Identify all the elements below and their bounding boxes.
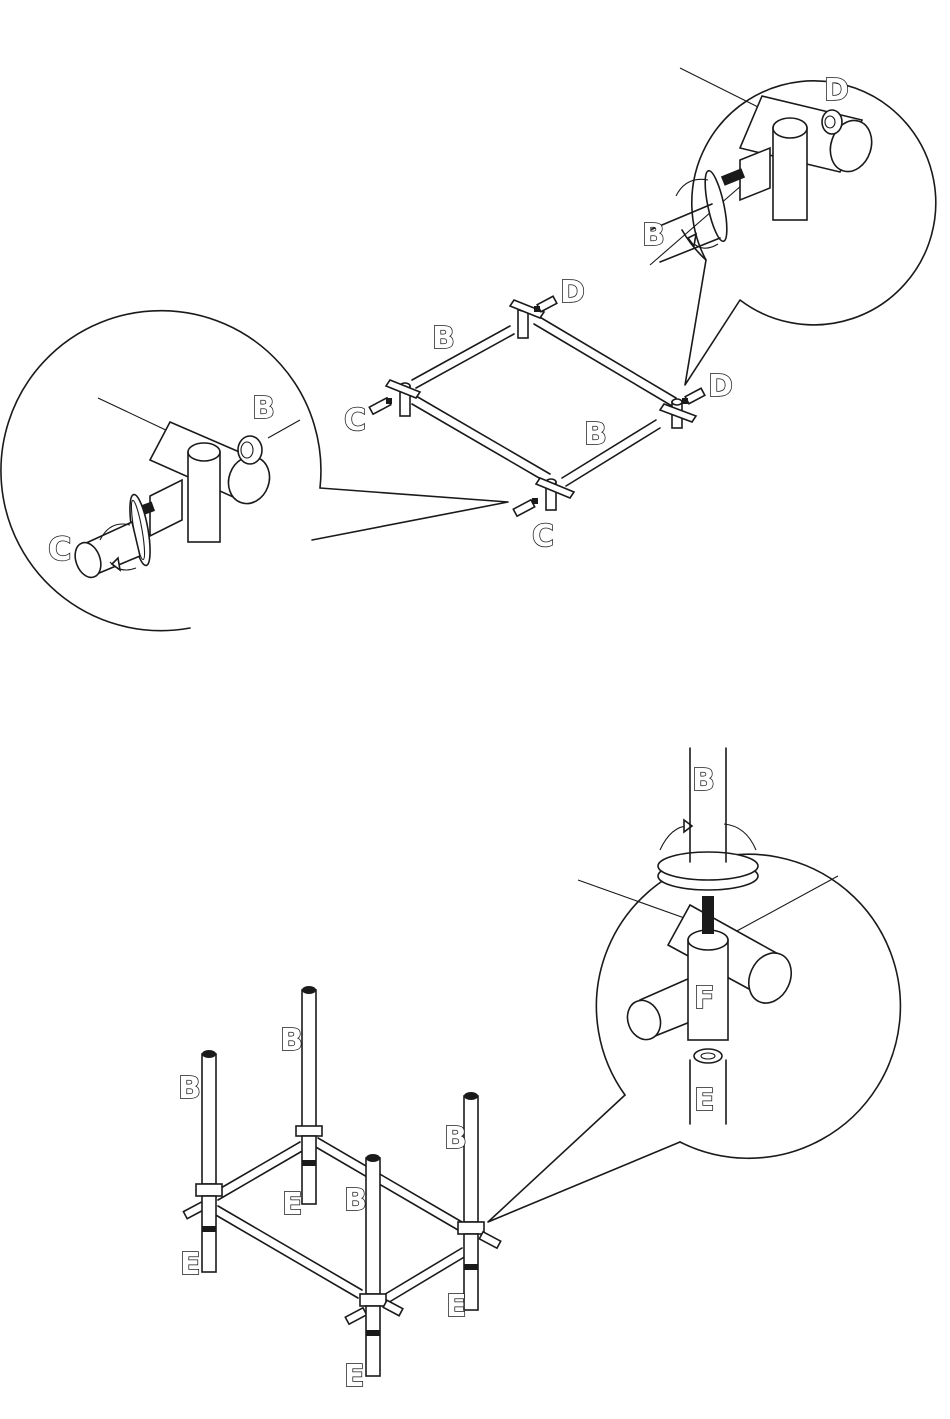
label-b-frame: B (432, 321, 455, 356)
label-e-back: E (282, 1187, 303, 1222)
label-b-back: B (280, 1023, 303, 1058)
step2-leg-assembly: B F E (178, 748, 900, 1394)
label-d-top: D (560, 275, 585, 310)
leg-back (296, 986, 322, 1204)
zoom-label-f: F (694, 981, 715, 1016)
label-b-front: B (344, 1183, 367, 1218)
step2-frame (214, 1138, 466, 1304)
step1-frame: D B D B C C (344, 275, 733, 554)
label-e-front: E (344, 1359, 365, 1394)
zoom-label-b: B (692, 763, 715, 798)
step1-frame-assembly: B C (1, 68, 936, 631)
corner-tee-left (369, 380, 420, 416)
zoom-label-e: E (694, 1083, 715, 1118)
label-c-bottom: C (532, 519, 554, 554)
label-c-left: C (344, 403, 366, 438)
zoom-right-label-d: D (824, 73, 849, 108)
corner-tee-bottom (513, 478, 574, 516)
corner-tee-top (510, 296, 557, 338)
label-b-right: B (444, 1121, 467, 1156)
zoom-circle-right: D B (642, 68, 936, 385)
label-d-right: D (708, 369, 733, 404)
label-b-right: B (584, 417, 607, 452)
corner-tee-right (660, 388, 705, 428)
zoom-circle-left: B C (1, 311, 508, 631)
label-b-left: B (178, 1071, 201, 1106)
label-e-left: E (180, 1247, 201, 1282)
label-e-right: E (446, 1289, 467, 1324)
zoom-left-label-b: B (252, 391, 275, 426)
zoom-right-label-b: B (642, 218, 665, 253)
zoom-left-label-c: C (48, 530, 71, 568)
zoom-circle-bottom: B F E (488, 748, 900, 1222)
